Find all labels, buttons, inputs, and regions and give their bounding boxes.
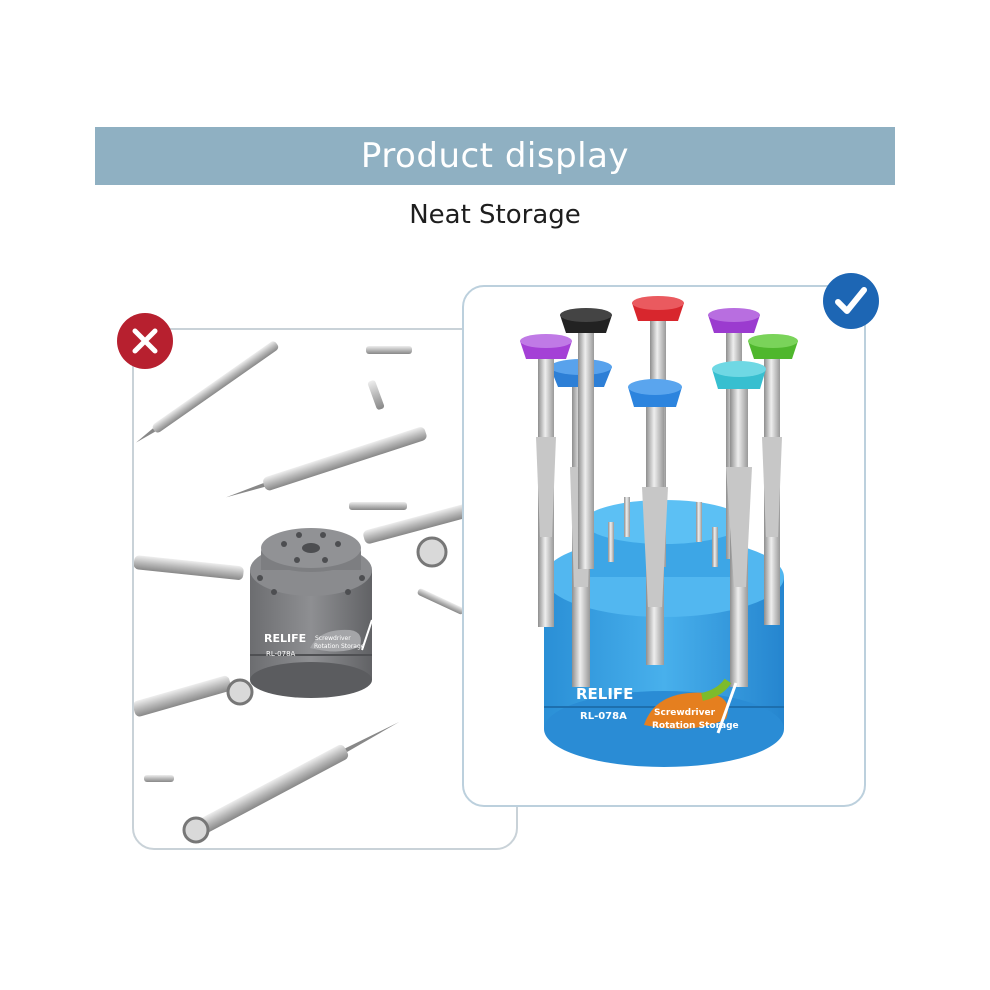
check-mark-icon bbox=[823, 273, 879, 329]
screwdriver-3 bbox=[134, 555, 244, 580]
grey-holder: RELIFE RL-078A Screwdriver Rotation Stor… bbox=[250, 528, 373, 698]
holder-brand: RELIFE bbox=[576, 685, 633, 703]
screwdriver-5 bbox=[194, 722, 400, 836]
holder-label-line1: Screwdriver bbox=[315, 635, 351, 642]
screwdriver-1 bbox=[135, 341, 279, 443]
holder-label-line1: Screwdriver bbox=[654, 708, 716, 718]
page-title: Product display bbox=[360, 136, 630, 176]
section-subtitle: Neat Storage bbox=[409, 200, 581, 230]
holder-model: RL-078A bbox=[580, 711, 627, 722]
holder-brand: RELIFE bbox=[264, 632, 306, 645]
screwdriver-blue-center bbox=[628, 379, 682, 665]
screwdriver-purple-left bbox=[520, 334, 572, 627]
holder-label-line2: Rotation Storage bbox=[652, 721, 739, 731]
organized-holder-illustration: RELIFE RL-078A Screwdriver Rotation Stor… bbox=[520, 296, 798, 767]
screwdriver-black bbox=[560, 308, 612, 569]
screwdriver-cyan bbox=[712, 361, 766, 687]
screwdriver-green bbox=[748, 334, 798, 625]
header-banner: Product display bbox=[95, 127, 895, 185]
screwdriver-2 bbox=[225, 427, 427, 498]
holder-label-line2: Rotation Storage bbox=[314, 643, 365, 650]
holder-model: RL-078A bbox=[266, 650, 296, 658]
neat-storage-panel: RELIFE RL-078A Screwdriver Rotation Stor… bbox=[462, 285, 866, 807]
x-mark-icon bbox=[117, 313, 173, 369]
messy-storage-panel: RELIFE RL-078A Screwdriver Rotation Stor… bbox=[132, 328, 518, 850]
scattered-screwdrivers-illustration: RELIFE RL-078A Screwdriver Rotation Stor… bbox=[134, 341, 510, 844]
